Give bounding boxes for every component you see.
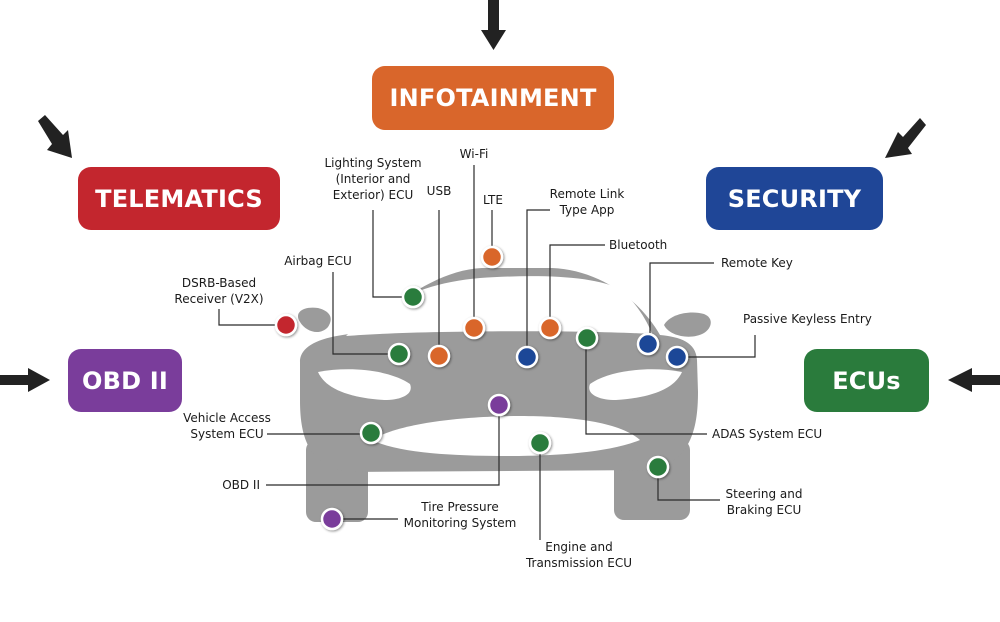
node-lighting: [401, 285, 425, 309]
node-dsrb: [274, 313, 298, 337]
leader-passive-keyless: [677, 335, 756, 358]
label-vehicle-access-line1: Vehicle Access: [183, 411, 271, 425]
label-wifi: Wi-Fi: [449, 146, 499, 162]
label-obd2-port: OBD II: [210, 477, 260, 493]
label-remote-key-line1: Remote Key: [721, 256, 793, 270]
car-headlight-right: [589, 369, 682, 400]
category-infotainment: INFOTAINMENT: [372, 66, 614, 130]
label-remote-link-line2: Type App: [559, 203, 615, 217]
label-passive-keyless: Passive Keyless Entry: [743, 311, 872, 327]
label-remote-link-line1: Remote Link: [549, 187, 625, 201]
label-bluetooth: Bluetooth: [609, 237, 667, 253]
car-windshield: [346, 276, 652, 336]
label-engine: Engine and Transmission ECU: [520, 539, 638, 571]
label-tpms-line1: Tire Pressure: [421, 500, 499, 514]
label-steering-line1: Steering and: [725, 487, 803, 501]
label-vehicle-access-line2: System ECU: [190, 427, 264, 441]
category-security: SECURITY: [706, 167, 883, 230]
node-tpms: [320, 507, 344, 531]
node-steering: [646, 455, 670, 479]
label-remote-link: Remote Link Type App: [539, 186, 635, 218]
node-airbag: [387, 342, 411, 366]
label-bluetooth-line1: Bluetooth: [609, 238, 668, 252]
arrow-left-icon: [0, 368, 50, 392]
label-engine-line1: Engine and: [545, 540, 613, 554]
label-lte-line1: LTE: [483, 193, 503, 207]
node-adas: [575, 326, 599, 350]
node-wifi: [462, 316, 486, 340]
node-usb: [427, 344, 451, 368]
leader-remote-link: [526, 209, 550, 357]
nodes: [274, 245, 689, 531]
leader-obd2-port: [266, 405, 500, 486]
label-remote-key: Remote Key: [721, 255, 793, 271]
node-remote-key: [636, 332, 660, 356]
label-lighting: Lighting System (Interior and Exterior) …: [316, 155, 430, 203]
car-headlight-left: [318, 369, 411, 400]
label-lighting-line2: (Interior and: [335, 172, 411, 186]
label-tpms-line2: Monitoring System: [403, 516, 517, 530]
label-obd2-port-line1: OBD II: [222, 478, 260, 492]
leader-remote-key: [649, 262, 714, 344]
node-remote-link: [515, 345, 539, 369]
node-obd2-port: [487, 393, 511, 417]
label-steering: Steering and Braking ECU: [722, 486, 806, 518]
label-airbag: Airbag ECU: [276, 253, 360, 269]
car-grille: [372, 416, 640, 456]
leader-bluetooth: [549, 244, 605, 328]
node-bluetooth: [538, 316, 562, 340]
label-airbag-line1: Airbag ECU: [284, 254, 352, 268]
label-steering-line2: Braking ECU: [726, 503, 802, 517]
category-telematics: TELEMATICS: [78, 167, 280, 230]
label-engine-line2: Transmission ECU: [525, 556, 633, 570]
label-usb-line1: USB: [426, 184, 452, 198]
leader-airbag: [332, 272, 399, 355]
label-usb: USB: [419, 183, 459, 199]
leader-adas: [585, 338, 707, 435]
category-ecus: ECUs: [804, 349, 929, 412]
label-dsrb-line1: DSRB-Based: [181, 276, 257, 290]
label-lte: LTE: [473, 192, 513, 208]
node-vehicle-access: [359, 421, 383, 445]
label-tpms: Tire Pressure Monitoring System: [398, 499, 522, 531]
car-mirror-right: [664, 312, 711, 337]
node-engine: [528, 431, 552, 455]
car-mirror-left: [298, 307, 331, 333]
leader-lines: [218, 165, 756, 540]
category-obd2: OBD II: [68, 349, 182, 412]
arrow-right-icon: [948, 368, 1000, 392]
label-dsrb-line2: Receiver (V2X): [174, 292, 264, 306]
label-lighting-line3: Exterior) ECU: [332, 188, 414, 202]
label-adas-line1: ADAS System ECU: [712, 427, 823, 441]
arrow-top-left-icon: [38, 115, 72, 158]
label-wifi-line1: Wi-Fi: [459, 147, 489, 161]
label-passive-keyless-line1: Passive Keyless Entry: [743, 312, 872, 326]
node-passive-keyless: [665, 345, 689, 369]
leader-dsrb: [218, 309, 286, 326]
label-lighting-line1: Lighting System: [324, 156, 422, 170]
label-dsrb: DSRB-Based Receiver (V2X): [166, 275, 272, 307]
label-adas: ADAS System ECU: [712, 426, 822, 442]
label-vehicle-access: Vehicle Access System ECU: [176, 410, 278, 442]
arrow-top-icon: [481, 0, 506, 50]
node-lte: [480, 245, 504, 269]
arrows: [0, 0, 1000, 392]
leader-lighting: [372, 210, 413, 298]
arrow-top-right-icon: [885, 118, 926, 158]
